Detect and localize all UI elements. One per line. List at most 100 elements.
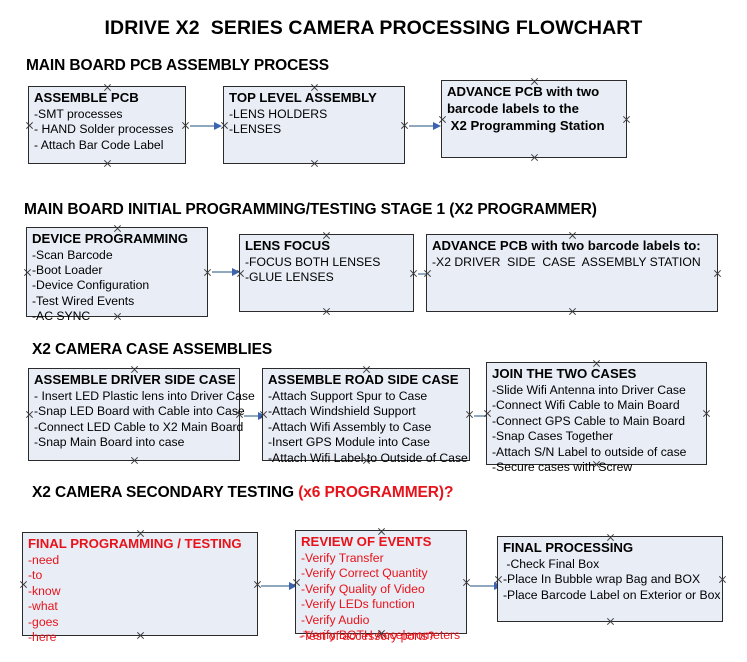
connection-handle-left-icon — [25, 410, 34, 419]
node-line: - HAND Solder processes — [34, 122, 174, 137]
section-header-2-text: MAIN BOARD INITIAL PROGRAMMING/TESTING S… — [24, 201, 597, 218]
node-line: -goes — [28, 614, 59, 629]
node-line: -Connect Wifi Cable to Main Board — [492, 398, 680, 413]
node-line: -Snap Cases Together — [492, 429, 614, 444]
page-title: IDRIVE X2 SERIES CAMERA PROCESSING FLOWC… — [104, 17, 643, 39]
node-advance-pcb-driver-side-case[interactable]: ADVANCE PCB with two barcode labels to: … — [426, 234, 718, 312]
node-line: -LENS HOLDERS — [229, 107, 328, 121]
node-assemble-pcb[interactable]: ASSEMBLE PCB -SMT processes - HAND Solde… — [28, 86, 186, 164]
arrow-shaft — [409, 125, 434, 127]
arrow-shaft — [470, 585, 495, 587]
section-header-1-text: MAIN BOARD PCB ASSEMBLY PROCESS — [26, 57, 329, 74]
connector-arrow — [212, 267, 240, 276]
node-line: -AC SYNC — [32, 308, 91, 323]
connection-handle-bottom-icon — [130, 456, 139, 465]
node-line: -Scan Barcode — [32, 248, 113, 262]
node-line: -Boot Loader — [32, 263, 103, 278]
node-title: LENS FOCUS — [245, 238, 330, 253]
node-line: -SMT processes — [34, 107, 123, 121]
node-title: FINAL PROGRAMMING / TESTING — [28, 536, 242, 551]
node-join-the-two-cases[interactable]: JOIN THE TWO CASES -Slide Wifi Antenna i… — [486, 362, 707, 474]
node-line: -what — [28, 599, 58, 614]
node-final-programming-testing[interactable]: FINAL PROGRAMMING / TESTING -need -to -k… — [19, 532, 258, 644]
node-title: TOP LEVEL ASSEMBLY — [229, 90, 377, 105]
node-line: -Place In Bubble wrap Bag and BOX — [503, 572, 701, 587]
node-line: -Verify Audio — [301, 612, 370, 627]
node-line: -Secure cases with Screw — [492, 460, 633, 475]
connection-handle-bottom-icon — [530, 153, 539, 162]
node-line: - Attach Bar Code Label — [34, 137, 164, 152]
node-assemble-driver-side-case[interactable]: ASSEMBLE DRIVER SIDE CASE - Insert LED P… — [25, 368, 255, 461]
connector-arrow — [409, 121, 441, 130]
arrow-head-icon — [214, 121, 222, 130]
node-assemble-road-side-case[interactable]: ASSEMBLE ROAD SIDE CASE -Attach Support … — [262, 368, 470, 465]
node-line: -Verify Transfer — [301, 551, 384, 565]
node-final-processing[interactable]: FINAL PROCESSING -Check Final Box -Place… — [497, 536, 723, 622]
node-title: JOIN THE TWO CASES — [492, 366, 637, 381]
node-line: -Attach Wifi Assembly to Case — [268, 419, 432, 434]
node-review-of-events[interactable]: REVIEW OF EVENTS -Verify Transfer -Verif… — [295, 530, 467, 642]
node-title: DEVICE PROGRAMMING — [32, 231, 189, 246]
connector-arrow — [190, 121, 222, 130]
section-header-4: X2 CAMERA SECONDARY TESTING (x6 PROGRAMM… — [32, 484, 453, 502]
node-line: -Test Wired Events — [32, 293, 135, 308]
node-title: ADVANCE PCB with two — [447, 84, 600, 99]
node-title: ASSEMBLE PCB — [34, 90, 139, 105]
connector-arrow — [261, 581, 297, 590]
node-line: -here — [28, 630, 57, 645]
arrow-shaft — [190, 125, 215, 127]
node-line: -know — [28, 583, 61, 598]
node-line: -Verify Quality of Video — [301, 581, 425, 596]
node-line: -LENSES — [229, 122, 282, 137]
node-title: ASSEMBLE DRIVER SIDE CASE — [34, 372, 236, 387]
node-line: -Attach Windshield Support — [268, 404, 416, 419]
node-line: -GLUE LENSES — [245, 270, 334, 285]
section-header-3-text: X2 CAMERA CASE ASSEMBLIES — [32, 341, 273, 358]
arrow-shaft — [212, 271, 233, 273]
arrow-head-icon — [232, 267, 240, 276]
node-review-of-events-overflow-line: -Test of accessory ports? — [299, 629, 435, 643]
node-top-level-assembly[interactable]: TOP LEVEL ASSEMBLY -LENS HOLDERS -LENSES — [223, 86, 405, 164]
section-header-4-text: X2 CAMERA SECONDARY TESTING — [32, 484, 299, 501]
arrow-head-icon — [433, 121, 441, 130]
node-title: FINAL PROCESSING — [503, 540, 634, 555]
node-device-programming[interactable]: DEVICE PROGRAMMING -Scan Barcode -Boot L… — [23, 227, 208, 323]
arrow-shaft — [474, 415, 487, 417]
node-line: -Check Final Box — [503, 557, 600, 571]
node-line: -Attach Support Spur to Case — [268, 389, 428, 403]
arrow-shaft — [244, 415, 259, 417]
section-header-3: X2 CAMERA CASE ASSEMBLIES — [32, 341, 272, 359]
node-line: -Snap Main Board into case — [34, 435, 185, 450]
node-line: -Verify Correct Quantity — [301, 566, 428, 581]
node-lens-focus[interactable]: LENS FOCUS -FOCUS BOTH LENSES -GLUE LENS… — [239, 234, 414, 312]
section-header-1: MAIN BOARD PCB ASSEMBLY PROCESS — [26, 57, 329, 75]
node-line: -X2 DRIVER SIDE CASE ASSEMBLY STATION — [432, 255, 701, 269]
arrow-head-icon — [289, 581, 297, 590]
connection-handle-bottom-icon — [310, 159, 319, 168]
node-line: -Verify BOTH Accelerometers — [301, 628, 461, 643]
connection-handle-bottom-icon — [568, 307, 577, 316]
connection-handle-bottom-icon — [322, 307, 331, 316]
node-line: -Insert GPS Module into Case — [268, 435, 430, 450]
node-title: ASSEMBLE ROAD SIDE CASE — [268, 372, 459, 387]
node-line: barcode labels to the — [447, 101, 579, 116]
section-header-2: MAIN BOARD INITIAL PROGRAMMING/TESTING S… — [24, 201, 597, 219]
connection-handle-left-icon — [19, 580, 28, 589]
connection-handle-left-icon — [23, 268, 32, 277]
section-header-4-accent: (x6 PROGRAMMER)? — [298, 484, 454, 501]
node-line: X2 Programming Station — [447, 118, 605, 133]
node-line: -FOCUS BOTH LENSES — [245, 255, 381, 269]
node-line: -Attach Wifi Label to Outside of Case — [268, 450, 468, 465]
node-line: - Insert LED Plastic lens into Driver Ca… — [34, 389, 255, 403]
node-advance-pcb-programming-station[interactable]: ADVANCE PCB with two barcode labels to t… — [441, 80, 627, 158]
connection-handle-left-icon — [25, 121, 34, 130]
node-line: -Device Configuration — [32, 278, 150, 293]
node-line: -Slide Wifi Antenna into Driver Case — [492, 383, 686, 397]
node-title: ADVANCE PCB with two barcode labels to: — [432, 238, 701, 253]
connection-handle-bottom-icon — [606, 617, 615, 626]
node-line: -Place Barcode Label on Exterior or Box — [503, 587, 721, 602]
node-line: -to — [28, 568, 43, 583]
node-line: -Attach S/N Label to outside of case — [492, 444, 687, 459]
node-title: REVIEW OF EVENTS — [301, 534, 432, 549]
